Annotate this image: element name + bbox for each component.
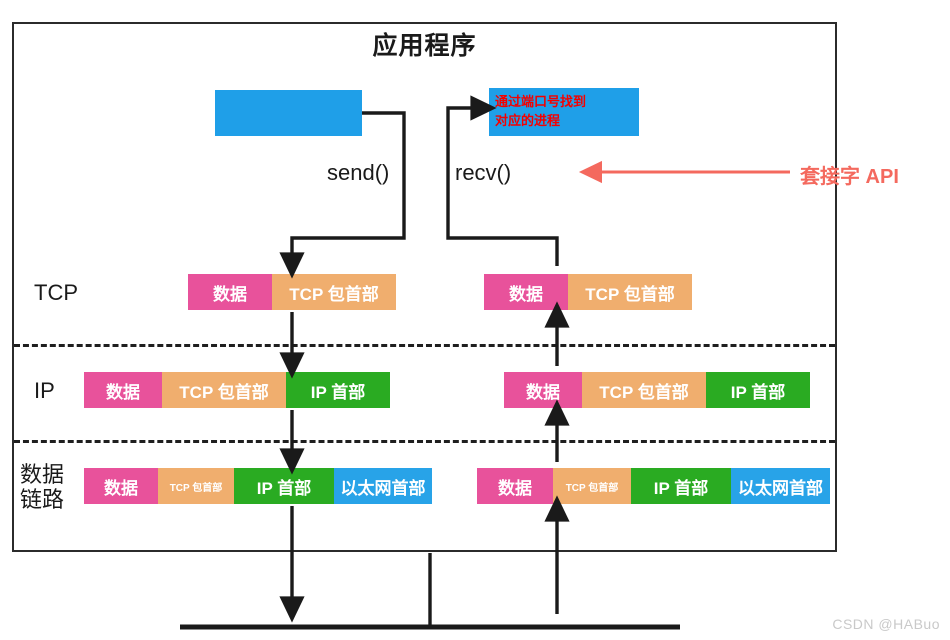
packet-stack-send-tcp: 数据 TCP 包首部 <box>188 274 396 310</box>
segment-tcp-header: TCP 包首部 <box>582 372 706 408</box>
divider-tcp-ip <box>14 344 835 347</box>
segment-data: 数据 <box>504 372 582 408</box>
callout-label: 通过端口号找到 对应的进程 <box>495 94 587 128</box>
segment-tcp-header: TCP 包首部 <box>272 274 396 310</box>
socket-api-note: 套接字 API <box>800 166 899 188</box>
packet-stack-send-link: 数据 TCP 包首部 IP 首部 以太网首部 <box>84 468 432 504</box>
network-medium <box>180 553 680 630</box>
segment-tcp-header: TCP 包首部 <box>568 274 692 310</box>
sender-application-box[interactable] <box>215 90 362 136</box>
segment-ip-header: IP 首部 <box>631 468 731 504</box>
page-title: 应用程序 <box>372 32 477 60</box>
segment-tcp-header: TCP 包首部 <box>553 468 631 504</box>
packet-stack-recv-link: 数据 TCP 包首部 IP 首部 以太网首部 <box>477 468 830 504</box>
packet-stack-send-ip: 数据 TCP 包首部 IP 首部 <box>84 372 390 408</box>
segment-tcp-header: TCP 包首部 <box>162 372 286 408</box>
layer-label-ip: IP <box>34 378 55 403</box>
receiver-application-box[interactable]: 通过端口号找到 对应的进程 <box>489 88 639 136</box>
segment-data: 数据 <box>484 274 568 310</box>
send-call-label: send() <box>327 160 390 185</box>
layer-label-data-link: 数据 链路 <box>20 462 65 513</box>
segment-ip-header: IP 首部 <box>234 468 334 504</box>
recv-call-label: recv() <box>455 160 512 185</box>
segment-data: 数据 <box>188 274 272 310</box>
segment-data: 数据 <box>84 468 158 504</box>
packet-stack-recv-tcp: 数据 TCP 包首部 <box>484 274 692 310</box>
packet-stack-recv-ip: 数据 TCP 包首部 IP 首部 <box>504 372 810 408</box>
segment-eth-header: 以太网首部 <box>334 468 432 504</box>
layer-label-tcp: TCP <box>34 280 78 305</box>
segment-eth-header: 以太网首部 <box>731 468 830 504</box>
segment-tcp-header: TCP 包首部 <box>158 468 234 504</box>
segment-ip-header: IP 首部 <box>286 372 390 408</box>
segment-data: 数据 <box>477 468 553 504</box>
application-container-box <box>12 22 837 552</box>
segment-data: 数据 <box>84 372 162 408</box>
segment-ip-header: IP 首部 <box>706 372 810 408</box>
divider-ip-link <box>14 440 835 443</box>
watermark: CSDN @HABuo <box>832 616 940 632</box>
